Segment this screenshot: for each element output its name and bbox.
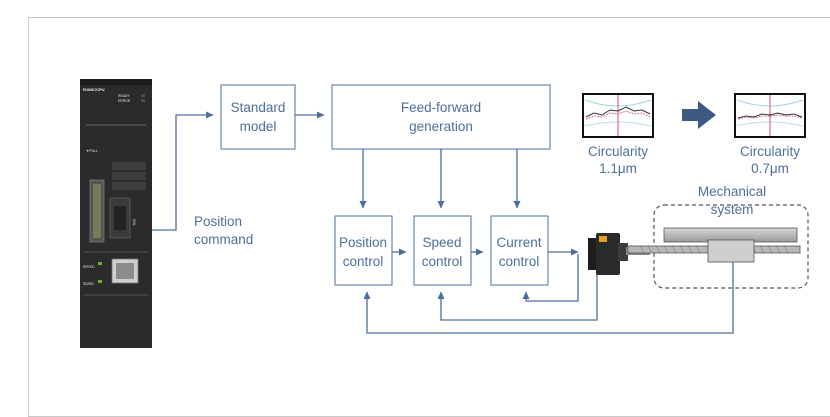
circularity-plot-after [734,93,806,138]
feed-forward-label-line2: generation [409,119,473,134]
circularity-plot-before [582,93,654,138]
standard-model-label-line2: model [240,119,277,134]
standard-model-label-line1: Standard [231,100,286,115]
circularity-after-label: Circularity [740,144,800,159]
current-control-label-line1: Current [496,235,541,250]
mechanical-system-label-line2: system [711,202,754,217]
ball-screw-stage [627,227,801,263]
circularity-after-value: 0.7μm [751,161,789,176]
plc-error-label: ERROR [118,99,131,103]
position-command-arrow [152,111,214,231]
standard-model-block [220,84,296,150]
speed-feedback-arrow [437,268,598,321]
plc-pull-label: ▼PULL [86,149,98,153]
position-control-label-line1: Position [339,235,387,250]
circularity-before-value: 1.1μm [599,161,637,176]
feed-forward-label-line1: Feed-forward [401,100,481,115]
circularity-before-label: Circularity [588,144,648,159]
position-control-label-line2: control [343,254,384,269]
speed-control-label-line1: Speed [422,235,461,250]
plc-cn1-label: CN1 [132,219,136,226]
current-feedback-arrow [522,254,579,302]
speed-control-label-line2: control [422,254,463,269]
position-feedback-arrow [363,262,734,334]
position-command-label-line2: command [194,232,253,247]
current-control-block [490,215,549,286]
plc-ready-label: READY [118,94,130,98]
speed-control-block [413,215,472,286]
improvement-arrow-icon [682,101,716,129]
plc-port-label-1: SPEED [83,265,95,269]
plc-port-label-2: SD/RD [83,282,94,286]
feed-forward-block [331,84,551,150]
current-control-label-line2: control [499,254,540,269]
position-control-block [334,215,393,286]
servo-motor-image [588,233,650,275]
control-diagram: R16NCCPU READY ERROR ▼PULL CN1 SPEED SD/… [80,79,809,348]
plc-cpu-module: R16NCCPU READY ERROR ▼PULL CN1 SPEED SD/… [80,79,152,348]
plc-model-label: R16NCCPU [83,87,105,92]
mechanical-system-label-line1: Mechanical [698,184,766,199]
position-command-label-line1: Position [194,214,242,229]
